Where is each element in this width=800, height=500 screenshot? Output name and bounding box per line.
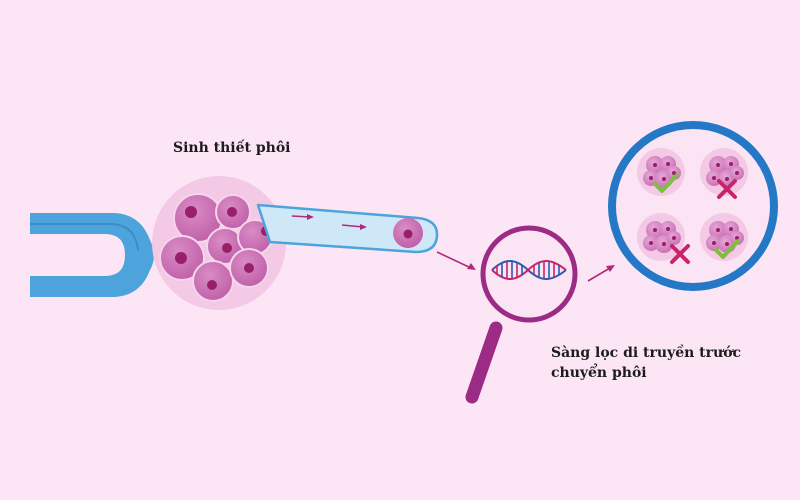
magnifying-glass-icon <box>465 225 578 404</box>
embryo-result-1 <box>637 148 685 196</box>
screening-label-line-1: Sàng lọc di truyền trước <box>551 345 742 361</box>
check-icon <box>653 173 679 193</box>
arrow-to-screening <box>436 251 476 270</box>
biopsy-label: Sinh thiết phôi <box>173 140 291 156</box>
biopsied-cell-nucleus <box>403 229 413 239</box>
screening-label: Sàng lọc di truyền trước chuyển phôi <box>551 343 741 383</box>
embryo-result-3 <box>637 213 690 264</box>
arrow-to-results <box>587 265 615 282</box>
screening-label-line-2: chuyển phôi <box>551 365 647 381</box>
check-icon <box>714 239 740 259</box>
embryo-result-4 <box>700 213 748 261</box>
cross-icon <box>717 179 737 199</box>
pipette-flow-arrows <box>291 214 367 230</box>
screening-results <box>608 121 778 291</box>
holding-pipette <box>30 213 154 297</box>
embryo-cells <box>159 193 273 302</box>
embryo-result-2 <box>700 148 748 199</box>
biopsy-pipette <box>256 203 439 254</box>
embryo <box>152 176 286 310</box>
cross-icon <box>670 244 690 264</box>
dna-helix-icon <box>491 260 567 280</box>
